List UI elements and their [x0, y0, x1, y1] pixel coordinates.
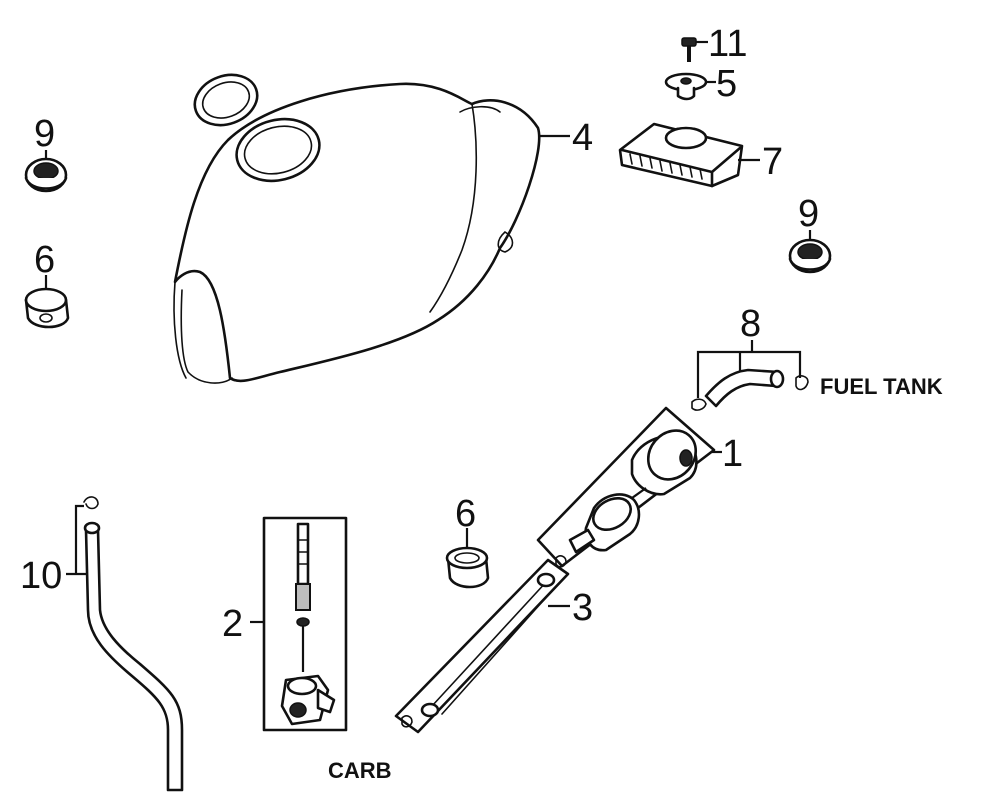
callout-8: 8 [740, 303, 761, 345]
callout-2: 2 [222, 603, 243, 645]
fuel-filter-assembly [536, 406, 716, 568]
bushing-left-part [24, 287, 70, 329]
callout-6-center: 6 [455, 493, 476, 535]
callout-4: 4 [572, 117, 593, 159]
grommet-left-part [24, 157, 68, 193]
connecting-hose-part [394, 555, 570, 734]
callout-9-left: 9 [34, 113, 55, 155]
washer-part [664, 72, 708, 101]
callout-6-left: 6 [34, 239, 55, 281]
filler-gasket-ring [193, 73, 259, 127]
bolt-part [681, 37, 697, 62]
callout-labels: 11 5 4 7 9 9 6 6 8 1 10 2 3 FUEL TANK CA… [20, 23, 943, 783]
fuel-tank-part [173, 82, 541, 384]
carb-annotation: CARB [328, 758, 392, 783]
callout-1: 1 [722, 433, 743, 475]
fuel-hose-part [691, 368, 809, 411]
leader-lines [44, 40, 812, 624]
callout-9-right: 9 [798, 193, 819, 235]
fuel-tank-annotation: FUEL TANK [820, 374, 943, 399]
callout-11: 11 [708, 23, 747, 65]
petcock-assembly [262, 516, 348, 732]
rubber-pad-part [618, 122, 744, 188]
callout-10: 10 [20, 555, 62, 597]
bushing-center-part [445, 546, 490, 589]
callout-7: 7 [762, 141, 783, 183]
callout-5: 5 [716, 63, 737, 105]
drain-hose-part [83, 496, 184, 792]
callout-3: 3 [572, 587, 593, 629]
grommet-right-part [788, 238, 832, 274]
